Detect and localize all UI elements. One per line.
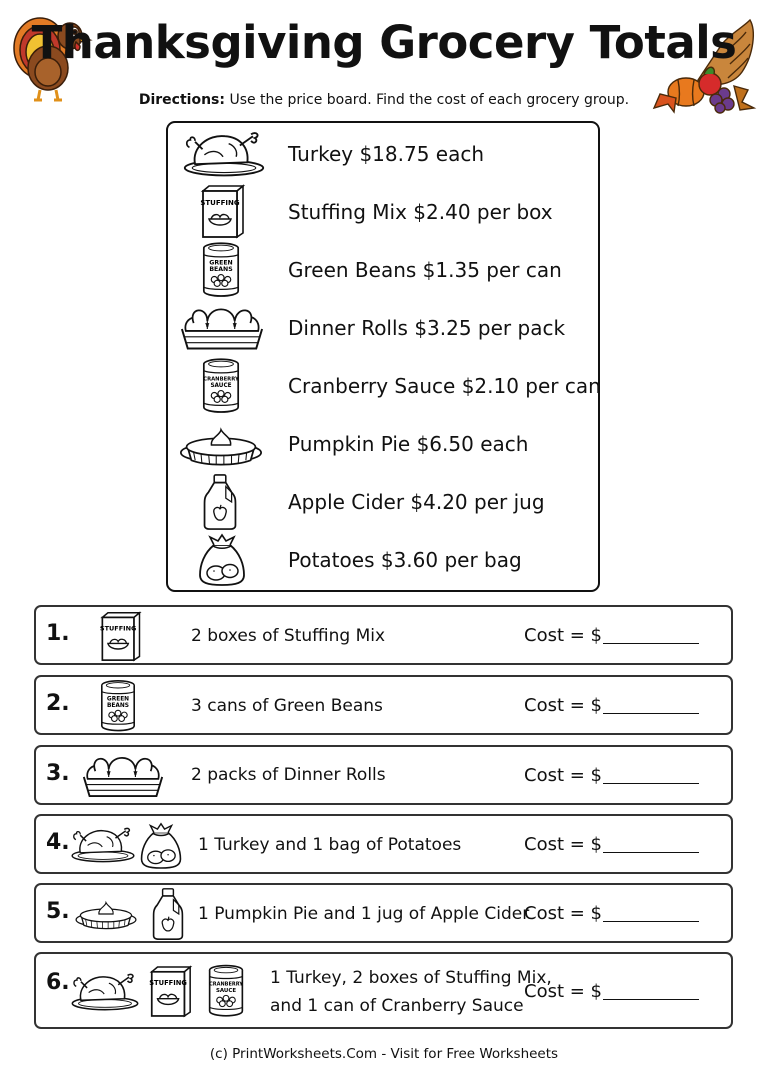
- cost-answer-field[interactable]: Cost = $: [524, 981, 699, 1002]
- cost-label: Cost = $: [524, 981, 602, 1002]
- stuffing-box-label: STUFFING: [200, 199, 240, 207]
- question-2: 2. GREEN BEANS 3 cans of Green Beans Cos…: [34, 675, 733, 735]
- price-board-item: Apple Cider $4.20 per jug: [168, 473, 598, 531]
- green-beans-can-icon: GREEN BEANS: [200, 241, 292, 299]
- pumpkin-pie-icon: [74, 893, 138, 939]
- question-number: 2.: [46, 691, 70, 716]
- green-beans-label: GREEN: [107, 697, 129, 703]
- question-text-line-1: 1 Turkey, 2 boxes of Stuffing Mix,: [270, 968, 552, 988]
- question-number: 5.: [46, 899, 70, 924]
- question-number: 6.: [46, 970, 70, 995]
- answer-blank[interactable]: [603, 695, 699, 714]
- turkey-icon: [70, 966, 140, 1020]
- cost-answer-field[interactable]: Cost = $: [524, 765, 699, 786]
- price-board-item: STUFFING Stuffing Mix $2.40 per box: [168, 183, 598, 241]
- question-number: 1.: [46, 621, 70, 646]
- cost-label: Cost = $: [524, 834, 602, 855]
- apple-cider-jug-icon: [200, 473, 292, 531]
- price-board-item: CRANBERRY SAUCE Cranberry Sauce $2.10 pe…: [168, 357, 601, 415]
- dinner-rolls-icon: [178, 299, 270, 357]
- cost-answer-field[interactable]: Cost = $: [524, 834, 699, 855]
- question-text: 3 cans of Green Beans: [191, 696, 383, 716]
- green-beans-label: BEANS: [107, 703, 129, 709]
- price-board-item-text: Cranberry Sauce $2.10 per can: [288, 374, 601, 398]
- cost-label: Cost = $: [524, 765, 602, 786]
- cranberry-label: SAUCE: [210, 383, 231, 389]
- pumpkin-pie-icon: [178, 415, 270, 473]
- answer-blank[interactable]: [603, 903, 699, 922]
- turkey-icon: [70, 820, 136, 872]
- question-text: 2 boxes of Stuffing Mix: [191, 626, 386, 646]
- cranberry-label: CRANBERRY: [203, 376, 239, 382]
- cost-answer-field[interactable]: Cost = $: [524, 903, 699, 924]
- question-5: 5. 1 Pumpkin Pie and 1 jug of Apple Cide…: [34, 883, 733, 943]
- cost-answer-field[interactable]: Cost = $: [524, 625, 699, 646]
- green-beans-label: BEANS: [209, 266, 232, 273]
- cost-answer-field[interactable]: Cost = $: [524, 695, 699, 716]
- price-board: Turkey $18.75 each STUFFING Stuffing Mix…: [166, 121, 601, 592]
- cost-label: Cost = $: [524, 625, 602, 646]
- question-6: 6. STUFFING CRANBERRY SAUCE 1 Turkey, 2 …: [34, 952, 733, 1029]
- cranberry-label: CRANBERRY: [209, 982, 243, 988]
- price-board-item-text: Apple Cider $4.20 per jug: [288, 490, 545, 514]
- cranberry-sauce-can-icon: CRANBERRY SAUCE: [200, 357, 292, 415]
- stuffing-box-icon: STUFFING: [96, 610, 144, 666]
- question-text: 1 Pumpkin Pie and 1 jug of Apple Cider: [198, 904, 530, 924]
- stuffing-box-icon: STUFFING: [146, 964, 194, 1022]
- cost-label: Cost = $: [524, 695, 602, 716]
- potato-bag-icon: [138, 819, 184, 875]
- price-board-item-text: Pumpkin Pie $6.50 each: [288, 432, 529, 456]
- question-3: 3. 2 packs of Dinner Rolls Cost = $: [34, 745, 733, 805]
- question-text: 2 packs of Dinner Rolls: [191, 765, 386, 785]
- green-beans-label: GREEN: [209, 259, 232, 266]
- turkey-cartoon-icon: [10, 10, 96, 106]
- answer-blank[interactable]: [603, 625, 699, 644]
- price-board-item-text: Stuffing Mix $2.40 per box: [288, 200, 553, 224]
- directions-label: Directions:: [138, 92, 225, 108]
- green-beans-can-icon: GREEN BEANS: [98, 679, 138, 737]
- price-board-item: GREEN BEANS Green Beans $1.35 per can: [168, 241, 598, 299]
- answer-blank[interactable]: [603, 981, 699, 1000]
- price-board-item-text: Turkey $18.75 each: [288, 142, 485, 166]
- question-number: 3.: [46, 761, 70, 786]
- cranberry-label: SAUCE: [216, 988, 236, 994]
- stuffing-box-icon: STUFFING: [196, 183, 288, 241]
- potato-bag-icon: [196, 531, 288, 589]
- price-board-item: Dinner Rolls $3.25 per pack: [168, 299, 598, 357]
- turkey-icon: [178, 125, 270, 183]
- stuffing-box-label: STUFFING: [149, 979, 187, 987]
- directions-text: Use the price board. Find the cost of ea…: [229, 92, 630, 108]
- price-board-item: Potatoes $3.60 per bag: [168, 531, 598, 589]
- price-board-item: Pumpkin Pie $6.50 each: [168, 415, 598, 473]
- question-1: 1. STUFFING 2 boxes of Stuffing Mix Cost…: [34, 605, 733, 665]
- answer-blank[interactable]: [603, 765, 699, 784]
- question-number: 4.: [46, 830, 70, 855]
- question-text: 1 Turkey and 1 bag of Potatoes: [198, 835, 462, 855]
- price-board-item-text: Potatoes $3.60 per bag: [288, 548, 522, 572]
- answer-blank[interactable]: [603, 834, 699, 853]
- apple-cider-jug-icon: [150, 887, 186, 945]
- cost-label: Cost = $: [524, 903, 602, 924]
- price-board-item: Turkey $18.75 each: [168, 125, 598, 183]
- price-board-item-text: Green Beans $1.35 per can: [288, 258, 562, 282]
- footer-credit: (c) PrintWorksheets.Com - Visit for Free…: [209, 1046, 559, 1062]
- question-text-line-2: and 1 can of Cranberry Sauce: [270, 996, 524, 1016]
- dinner-rolls-icon: [80, 752, 166, 804]
- stuffing-box-label: STUFFING: [100, 624, 136, 632]
- cranberry-sauce-can-icon: CRANBERRY SAUCE: [206, 963, 246, 1023]
- page-title: Thanksgiving Grocery Totals: [31, 16, 737, 69]
- directions: Directions: Use the price board. Find th…: [0, 92, 768, 108]
- price-board-item-text: Dinner Rolls $3.25 per pack: [288, 316, 566, 340]
- cornucopia-icon: [650, 14, 760, 114]
- question-4: 4. 1 Turkey and 1 bag of Potatoes Cost =…: [34, 814, 733, 874]
